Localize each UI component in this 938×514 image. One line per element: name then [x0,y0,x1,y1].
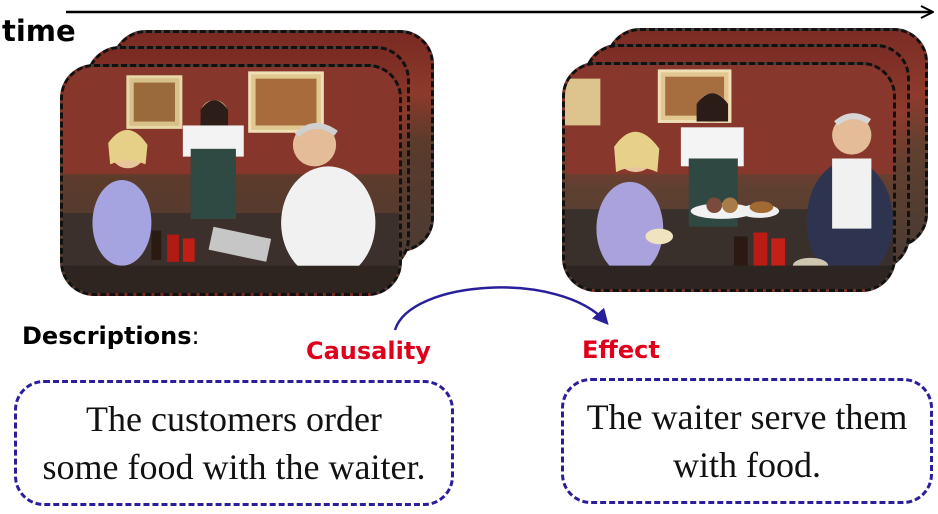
causality-description-box: The customers order some food with the w… [14,380,454,506]
causality-tag: Causality [306,337,431,365]
descriptions-heading-text: Descriptions [22,322,192,350]
time-label: time [2,14,76,48]
causality-description: The customers order some food with the w… [43,395,426,491]
causality-description-line2: some food with the waiter. [42,447,426,487]
restaurant-order-image [63,67,399,293]
effect-description-line1: The waiter serve them [586,397,908,437]
cause-frame-front [60,64,402,296]
effect-frame-front [562,62,896,292]
effect-tag: Effect [582,336,660,364]
restaurant-serve-image [565,65,893,289]
descriptions-heading-colon: : [191,322,200,350]
causality-arrow [393,286,609,331]
effect-description-line2: with food. [672,445,821,485]
effect-description-box: The waiter serve them with food. [561,378,933,504]
causality-description-line1: The customers order [86,399,382,439]
effect-description: The waiter serve them with food. [587,393,908,489]
descriptions-heading: Descriptions: [22,322,200,350]
